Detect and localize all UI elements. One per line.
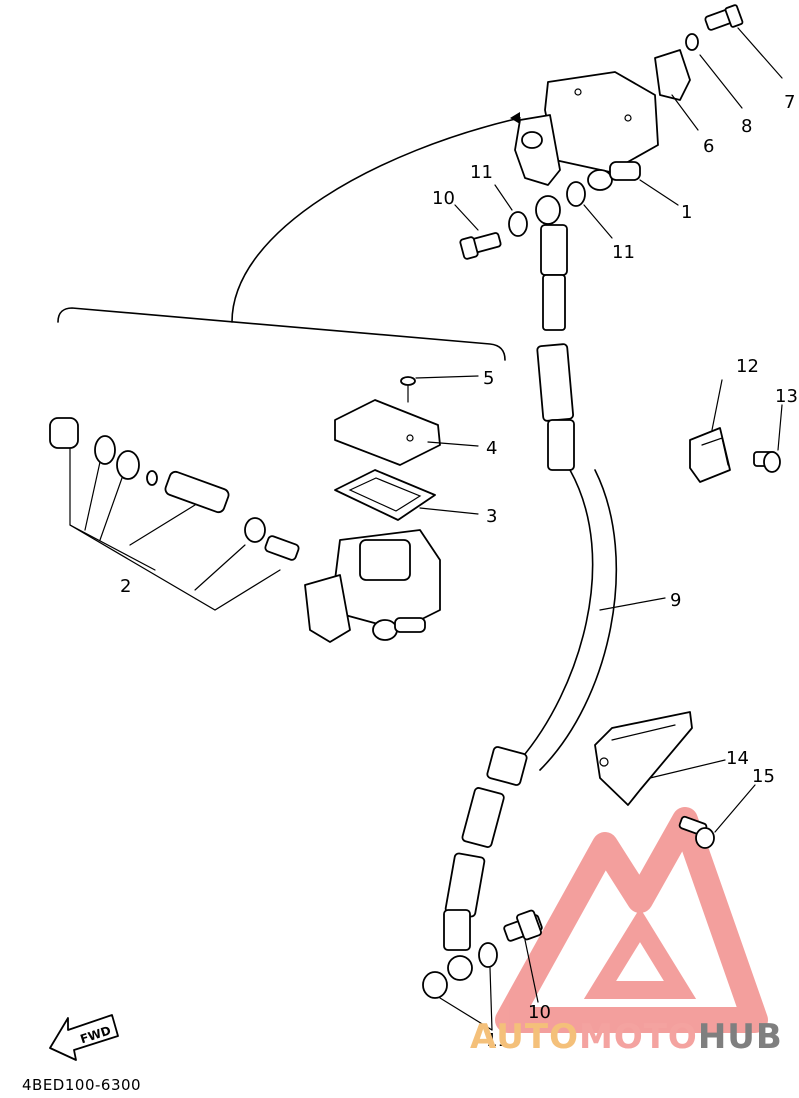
fwd-arrow-icon: FWD (49, 1014, 119, 1061)
bolt-7 (704, 4, 744, 31)
callout-14: 14 (726, 748, 749, 769)
washers-lower (422, 942, 498, 999)
callout-labels: 1 2 3 4 5 6 7 8 9 10 11 11 12 13 14 15 1… (120, 92, 798, 1051)
detail-leader (57, 112, 521, 361)
washer-8 (685, 33, 699, 51)
callout-6: 6 (703, 136, 714, 157)
hose-clamp-12 (689, 427, 731, 483)
banjo-bolt-upper (459, 232, 502, 260)
callout-15: 15 (752, 766, 775, 787)
callout-3: 3 (486, 506, 497, 527)
watermark-text: AUTOMOTOHUB (470, 1017, 783, 1057)
screw-5 (400, 376, 416, 403)
callout-8: 8 (741, 116, 752, 137)
diagram-code: 4BED100-6300 (22, 1076, 141, 1094)
diaphragm-3 (334, 469, 436, 521)
master-cylinder-detail (304, 529, 441, 643)
banjo-bolt-lower (503, 909, 543, 942)
watermark-moto: MOTO (579, 1017, 698, 1057)
reservoir-cap-4 (334, 399, 441, 466)
hose-bracket-14 (594, 711, 693, 806)
brake-hose (443, 195, 618, 981)
watermark-hub: HUB (698, 1017, 783, 1057)
master-cylinder-top (514, 49, 691, 191)
callout-11-upper-left: 11 (470, 162, 493, 183)
callout-10-lower: 10 (528, 1002, 551, 1023)
callout-10-upper: 10 (432, 188, 455, 209)
washers-upper (508, 181, 586, 237)
callout-9: 9 (670, 590, 681, 611)
callout-leaders (415, 27, 783, 1031)
callout-12: 12 (736, 356, 759, 377)
callout-13: 13 (775, 386, 798, 407)
callout-5: 5 (483, 368, 494, 389)
callout-2: 2 (120, 576, 131, 597)
callout-11-lower: 11 (486, 1030, 509, 1051)
piston-kit (49, 417, 300, 611)
bolt-13 (753, 451, 781, 473)
callout-1: 1 (681, 202, 692, 223)
watermark-logo-icon (495, 807, 768, 1033)
bolt-15 (678, 815, 715, 849)
watermark-auto: AUTO (470, 1017, 579, 1057)
callout-4: 4 (486, 438, 497, 459)
callout-7: 7 (784, 92, 795, 113)
callout-11-upper-right: 11 (612, 242, 635, 263)
